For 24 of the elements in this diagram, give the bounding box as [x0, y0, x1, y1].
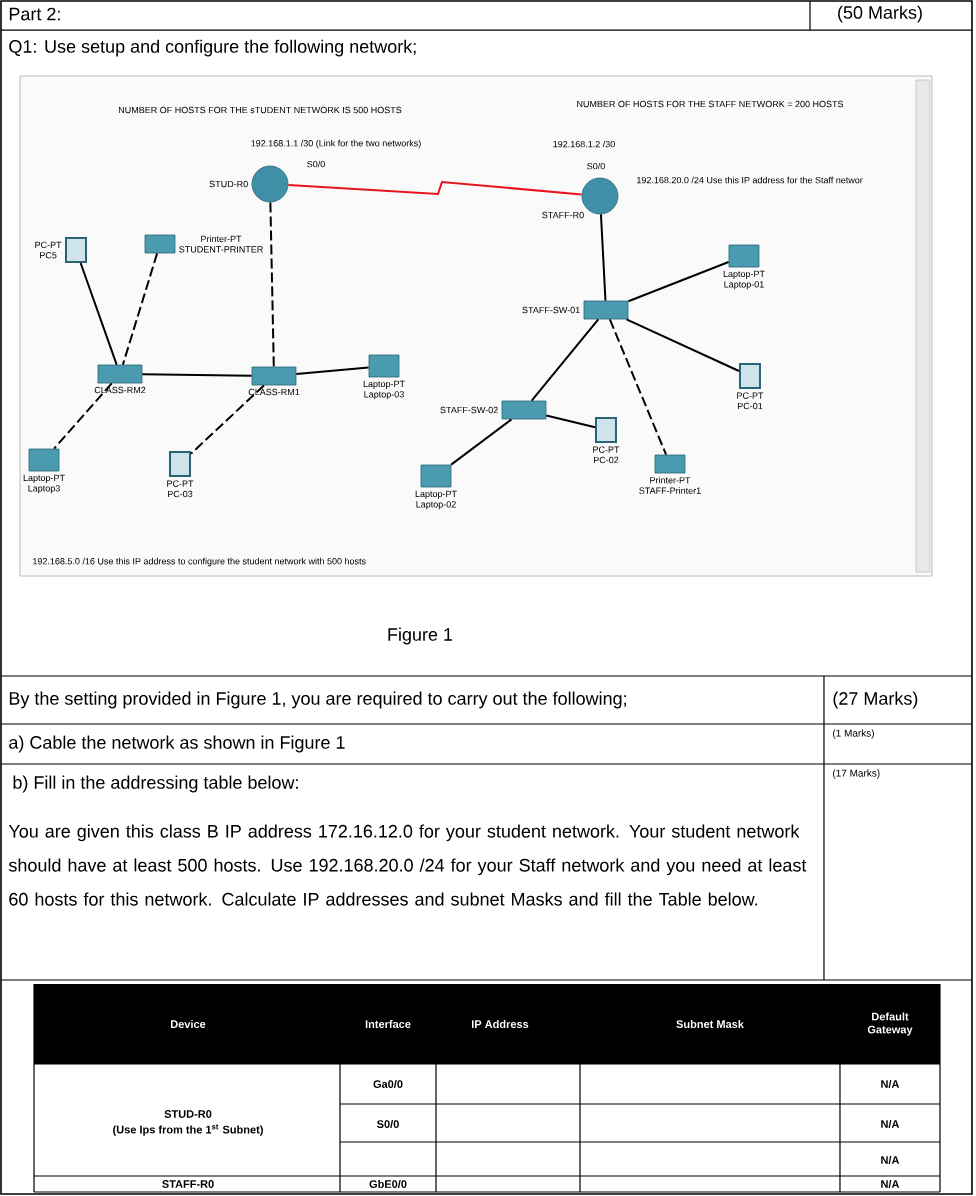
section-heading: Part 2: — [9, 7, 60, 21]
network-link — [450, 418, 513, 466]
network-link — [627, 261, 730, 303]
marks-text: (27 Marks) — [833, 691, 918, 709]
network-link — [545, 414, 596, 429]
network-link — [599, 213, 607, 302]
network-link — [190, 384, 265, 455]
instruction-text: By the setting provided in Figure 1, you are required to carry out the following; — [9, 691, 626, 709]
network-link — [53, 382, 113, 450]
network-link — [287, 180, 583, 196]
network-link — [121, 252, 159, 366]
network-link — [295, 366, 370, 375]
marks-text: (50 Marks) — [838, 5, 922, 23]
network-link — [269, 201, 275, 368]
network-link — [608, 318, 668, 456]
figure-caption: Figure 1 — [388, 627, 453, 645]
network-link — [625, 318, 740, 372]
question-text: Q1: Use setup and configure the following network; — [9, 39, 416, 57]
network-link — [530, 318, 600, 402]
network-link — [79, 262, 118, 366]
task-text: a) Cable the network as shown in Figure 1 — [9, 735, 345, 753]
network-link — [141, 373, 253, 377]
task-text: b) Fill in the addressing table below: — [13, 775, 298, 793]
task-paragraph: You are given this class B IP address 172.16.12.0 for your student network. Your student network should have at least 500 hosts. Use 192.168.20.0 /24 for your Staff network and you need at least 60 hosts for this network. Calculate IP addresses and subnet Masks and fill the Table below. — [8, 824, 807, 906]
